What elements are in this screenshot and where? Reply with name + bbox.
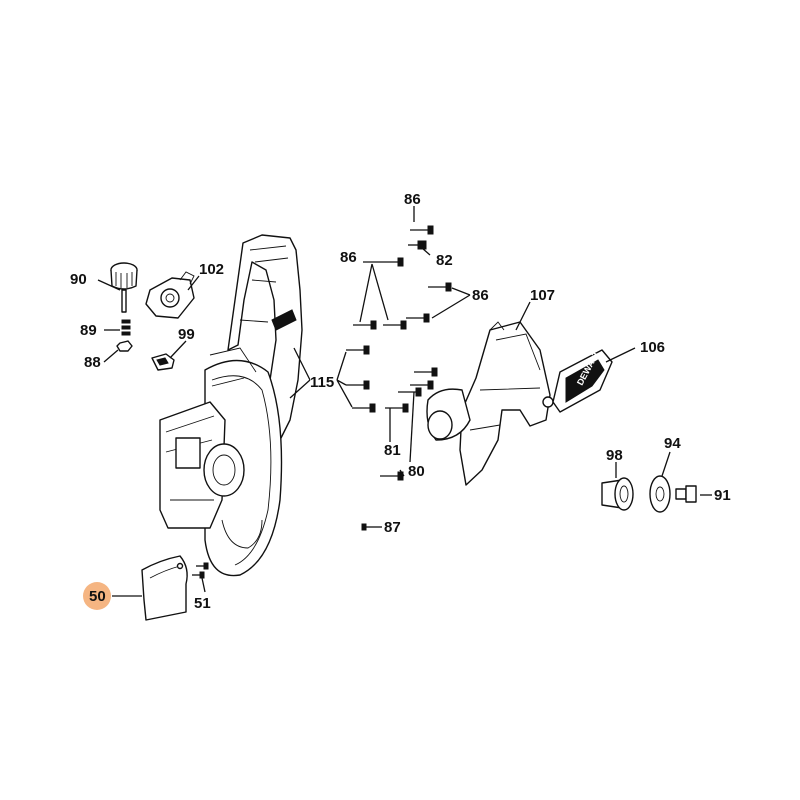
bracket — [145, 271, 195, 319]
knob-assembly — [110, 262, 138, 352]
label-82: 82 — [436, 252, 453, 269]
label-102: 102 — [199, 261, 224, 278]
label-107: 107 — [530, 287, 555, 304]
label-plate: DEWALT — [552, 349, 613, 413]
label-94: 94 — [664, 435, 681, 452]
label-89: 89 — [80, 322, 97, 339]
label-50: 50 — [89, 588, 106, 605]
shield-plate — [141, 555, 188, 621]
clip — [151, 353, 175, 371]
label-99: 99 — [178, 326, 195, 343]
leader-lines — [97, 206, 671, 597]
label-87: 87 — [384, 519, 401, 536]
label-51: 51 — [194, 595, 211, 612]
highlight-marker — [83, 582, 111, 610]
label-86-right: 86 — [472, 287, 489, 304]
label-90: 90 — [70, 271, 87, 288]
label-81: 81 — [384, 442, 401, 459]
lower-blade-guard — [426, 321, 554, 486]
label-80: 80 — [408, 463, 425, 480]
label-88: 88 — [84, 354, 101, 371]
label-115: 115 — [310, 374, 334, 391]
label-98: 98 — [606, 447, 623, 464]
screws — [192, 225, 452, 579]
label-106: 106 — [640, 339, 665, 356]
part-labels: 86 82 86 86 107 106 90 102 89 99 88 115 … — [70, 191, 731, 612]
label-91: 91 — [714, 487, 731, 504]
label-86-top: 86 — [404, 191, 421, 208]
label-86-left: 86 — [340, 249, 357, 266]
upper-blade-guard — [159, 234, 303, 577]
arbor-parts — [601, 475, 712, 513]
